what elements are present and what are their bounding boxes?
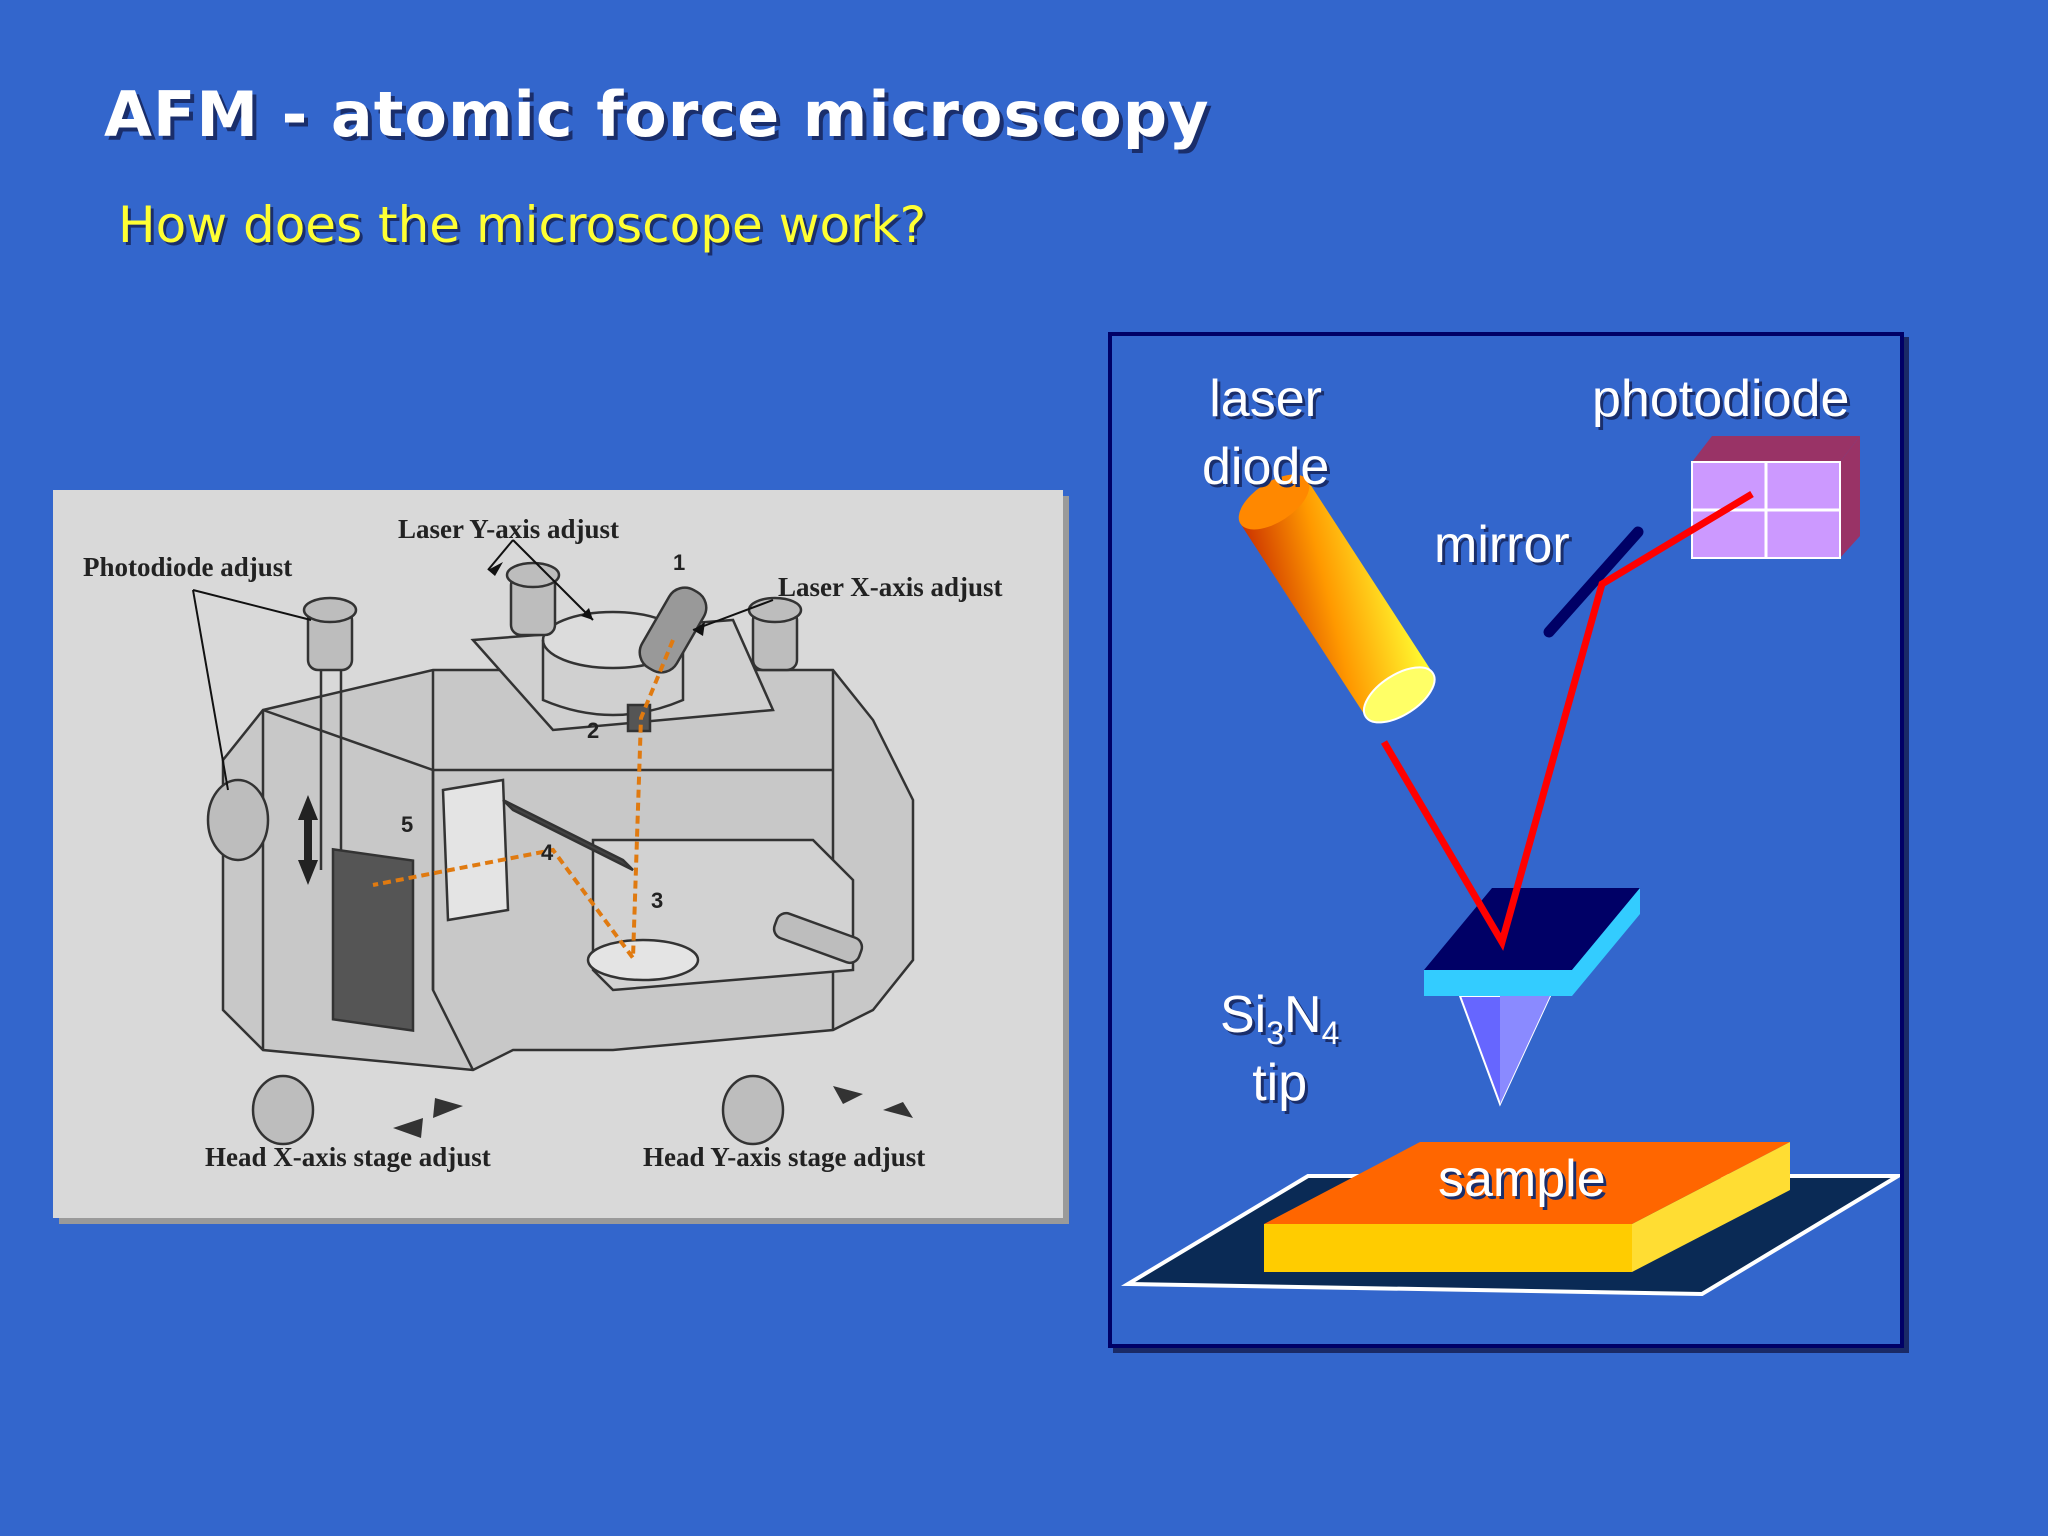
- cantilever-front: [1424, 970, 1572, 996]
- component-number-5: 5: [401, 812, 414, 837]
- slide-subtitle: How does the microscope work?: [118, 196, 927, 254]
- afm-head-figure: Photodiode adjust Laser Y-axis adjust La…: [53, 490, 1063, 1218]
- slide-title: AFM - atomic force microscopy: [104, 78, 1210, 151]
- afm-schematic-panel: laser diode photodiode mirror Si3N4 tip …: [1108, 332, 1904, 1348]
- head-y-stage-label: Head Y-axis stage adjust: [643, 1142, 926, 1172]
- afm-head-drawing: [192, 539, 915, 1146]
- cantilever-side: [1572, 888, 1640, 996]
- sample-side-face: [1632, 1142, 1790, 1272]
- sample-label: sample: [1438, 1150, 1606, 1208]
- laser-diode-label: laser diode: [1202, 370, 1330, 496]
- photodiode-label: photodiode: [1592, 370, 1850, 428]
- sample-top-face: [1264, 1142, 1790, 1224]
- mirror-label: mirror: [1434, 516, 1570, 574]
- component-number-2: 2: [587, 718, 600, 743]
- si3n4-tip-label: Si3N4 tip: [1220, 986, 1340, 1112]
- component-number-1: 1: [673, 550, 686, 575]
- sample-front-face: [1264, 1224, 1632, 1272]
- mirror: [1543, 526, 1644, 638]
- laser-beam: [1380, 490, 1754, 951]
- photodiode-adjust-label: Photodiode adjust: [83, 552, 293, 582]
- head-x-stage-label: Head X-axis stage adjust: [205, 1142, 491, 1172]
- component-number-4: 4: [541, 840, 554, 865]
- laser-x-adjust-label: Laser X-axis adjust: [778, 572, 1003, 602]
- component-number-3: 3: [651, 888, 664, 913]
- laser-y-adjust-label: Laser Y-axis adjust: [398, 514, 620, 544]
- photodiode-box: [1691, 436, 1860, 559]
- cantilever-top: [1424, 888, 1640, 970]
- afm-schematic-drawing: [1120, 436, 1900, 1297]
- laser-diode: [1238, 474, 1436, 724]
